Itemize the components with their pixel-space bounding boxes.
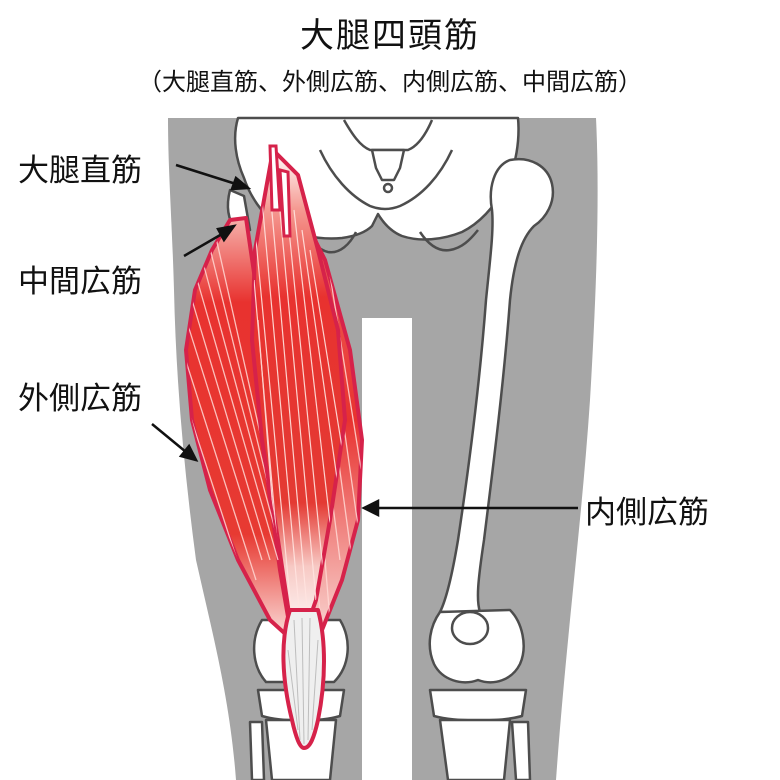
leader-arrows [151, 163, 578, 518]
label-vastus-lateralis: 外側広筋 [18, 381, 142, 417]
arrow-vastus-medialis [361, 498, 578, 518]
label-rectus-femoris: 大腿直筋 [18, 153, 142, 189]
arrow-vastus-intermedius [183, 224, 237, 258]
patellar-tendon [281, 608, 326, 750]
rectus-femoris-origin [268, 144, 282, 212]
femur-bone [428, 157, 555, 780]
vastus-intermedius-origin [278, 168, 292, 238]
diagram-title: 大腿四頭筋 [300, 16, 480, 56]
arrow-vastus-lateralis [151, 423, 199, 462]
label-vastus-intermedius: 中間広筋 [18, 264, 142, 300]
diagram-subtitle: （大腿直筋、外側広筋、内側広筋、中間広筋） [138, 68, 642, 96]
arrow-rectus-femoris [175, 163, 252, 191]
label-vastus-medialis: 内側広筋 [585, 495, 709, 531]
